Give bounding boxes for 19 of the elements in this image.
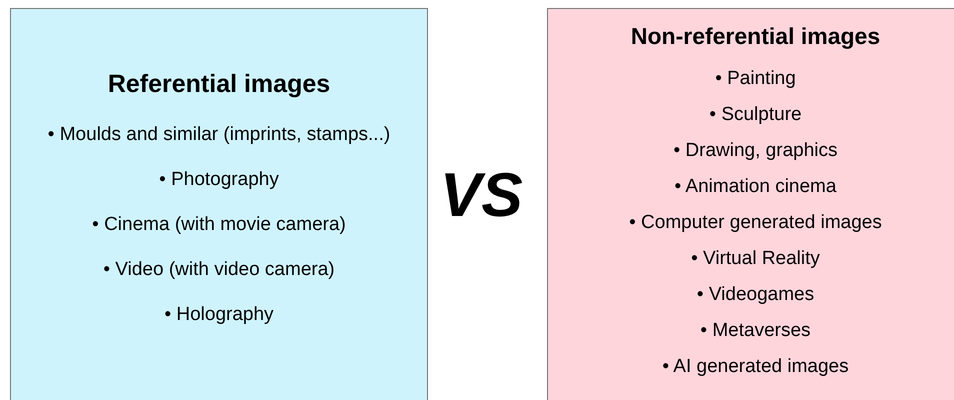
panel-heading: Non-referential images [630, 22, 882, 51]
list-item: • Drawing, graphics [674, 139, 838, 163]
versus-text: VS [440, 160, 523, 232]
list-item: • Animation cinema [674, 175, 836, 199]
list-item: • AI generated images [662, 355, 849, 379]
panel-heading: Referential images [108, 69, 330, 99]
category-panel [10, 8, 428, 400]
list-item: • Metaverses [700, 319, 811, 343]
list-item: • Painting [715, 67, 796, 91]
list-item: • Moulds and similar (imprints, stamps...) [48, 123, 390, 147]
list-item: • Cinema (with movie camera) [92, 213, 346, 237]
category-panel [547, 8, 954, 400]
list-item: • Videogames [696, 283, 814, 307]
list-item: • Photography [159, 168, 279, 192]
list-item: • Computer generated images [629, 211, 882, 235]
list-item: • Virtual Reality [691, 247, 820, 271]
list-item: • Sculpture [709, 103, 802, 127]
list-item: • Holography [164, 303, 274, 327]
list-item: • Video (with video camera) [103, 258, 335, 282]
